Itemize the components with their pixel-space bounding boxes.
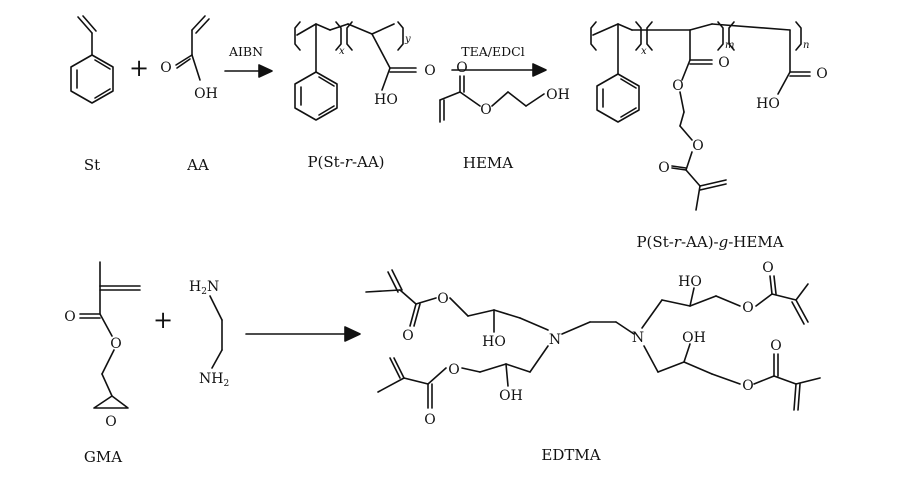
atom-o: O	[64, 309, 75, 325]
copolymer-structure	[294, 21, 417, 121]
gma-label: GMA	[84, 448, 122, 466]
hema-structure	[439, 75, 545, 123]
atom-o: O	[105, 414, 116, 430]
gma-structure	[79, 261, 141, 409]
atom-o: O	[672, 78, 683, 94]
atom-oh: OH	[499, 388, 523, 404]
styrene-label: St	[84, 156, 100, 174]
atom-o: O	[160, 60, 171, 76]
atom-o: O	[816, 66, 827, 82]
atom-o: O	[456, 60, 467, 76]
subscript-x: x	[339, 46, 345, 57]
atom-n: N	[632, 330, 644, 346]
atom-o: O	[402, 328, 413, 344]
plus-sign-2: +	[153, 306, 173, 334]
atom-o: O	[770, 338, 781, 354]
atom-n: N	[549, 332, 561, 348]
atom-ho: HO	[756, 96, 780, 112]
plus-sign-1: +	[129, 54, 149, 82]
atom-o: O	[658, 160, 669, 176]
atom-ho: HO	[374, 92, 398, 108]
atom-o: O	[742, 300, 753, 316]
atom-ho: HO	[678, 274, 702, 290]
atom-o: O	[480, 102, 491, 118]
acrylic-acid-structure	[175, 15, 210, 81]
atom-o: O	[448, 362, 459, 378]
grafted-copolymer-label: P(St-r-AA)-g-HEMA	[636, 233, 783, 251]
atom-ho: HO	[482, 334, 506, 350]
atom-o: O	[718, 55, 729, 71]
subscript-m: m	[725, 40, 734, 51]
copolymer-label: P(St-r-AA)	[307, 153, 384, 171]
reaction-arrow-2	[451, 63, 547, 77]
atom-o: O	[762, 260, 773, 276]
atom-o: O	[424, 412, 435, 428]
atom-o: O	[742, 378, 753, 394]
styrene-structure	[70, 15, 114, 104]
edtma-structure	[365, 269, 821, 411]
atom-o: O	[110, 336, 121, 352]
atom-o: O	[437, 291, 448, 307]
atom-o: O	[424, 63, 435, 79]
reaction-arrow-1	[224, 64, 273, 78]
atom-amine-top: H2N	[189, 279, 219, 297]
condition-tea-edcl: TEA/EDCl	[461, 44, 524, 59]
hema-label: HEMA	[463, 154, 513, 172]
reaction-arrow-3	[245, 326, 361, 342]
ethylenediamine-structure	[209, 295, 223, 369]
atom-oh: OH	[682, 330, 706, 346]
atom-oh: OH	[194, 86, 218, 102]
subscript-n: n	[803, 40, 809, 51]
acrylic-acid-label: AA	[186, 156, 209, 174]
subscript-x: x	[641, 46, 647, 57]
edtma-label: EDTMA	[541, 446, 600, 464]
atom-amine-bottom: NH2	[199, 371, 229, 389]
atom-o: O	[692, 138, 703, 154]
subscript-y: y	[404, 34, 411, 45]
atom-oh: OH	[546, 87, 570, 103]
condition-aibn: AIBN	[228, 44, 263, 59]
grafted-copolymer-structure	[590, 21, 811, 211]
